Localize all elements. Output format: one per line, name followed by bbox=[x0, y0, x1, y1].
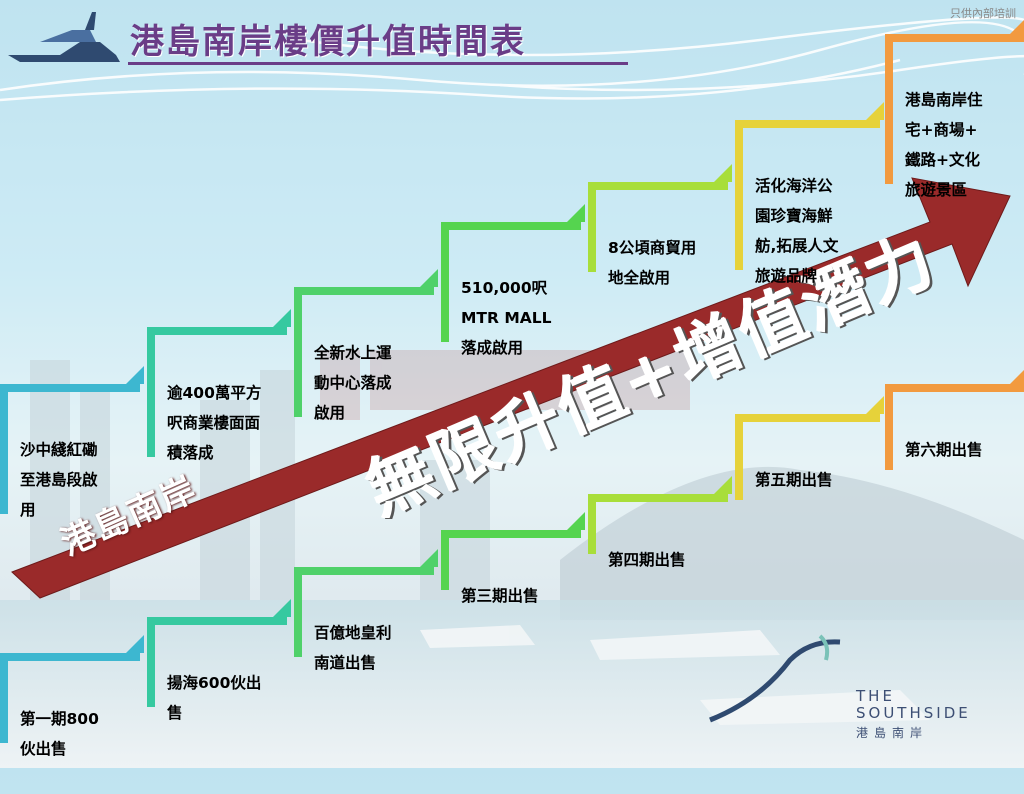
upper-step-4: 510,000呎 MTR MALL 落成啟用 bbox=[441, 204, 585, 357]
background bbox=[0, 12, 1024, 768]
step-label: 全新水上運 動中心落成 啟用 bbox=[314, 344, 392, 422]
lower-step-4: 第三期出售 bbox=[441, 512, 585, 605]
step-label: 百億地皇利 南道出售 bbox=[314, 624, 392, 672]
upper-step-6: 活化海洋公 園珍寶海鮮 舫,拓展人文 旅遊品牌 bbox=[735, 102, 884, 285]
brand-line-1: THE bbox=[856, 687, 895, 705]
upper-step-2: 逾400萬平方 呎商業樓面面 積落成 bbox=[147, 309, 291, 462]
yacht-logo bbox=[8, 12, 120, 62]
upper-step-5: 8公頃商貿用 地全啟用 bbox=[588, 164, 732, 287]
brand-chinese: 港島南岸 bbox=[856, 726, 929, 740]
southside-brand: THE SOUTHSIDE 港島南岸 bbox=[856, 688, 971, 741]
step-label: 第一期800 伙出售 bbox=[20, 710, 99, 758]
lower-step-2: 揚海600伙出 售 bbox=[147, 599, 291, 722]
step-label: 第四期出售 bbox=[608, 551, 686, 569]
upper-step-3: 全新水上運 動中心落成 啟用 bbox=[294, 269, 438, 422]
upper-step-1: 沙中綫紅磡 至港島段啟 用 bbox=[0, 366, 144, 519]
wave-lines bbox=[0, 16, 1024, 102]
step-label: 揚海600伙出 售 bbox=[167, 674, 262, 722]
lower-step-1: 第一期800 伙出售 bbox=[0, 635, 144, 758]
step-label: 沙中綫紅磡 至港島段啟 用 bbox=[20, 441, 98, 519]
lower-step-3: 百億地皇利 南道出售 bbox=[294, 549, 438, 672]
step-label: 逾400萬平方 呎商業樓面面 積落成 bbox=[167, 384, 262, 462]
page-title: 港島南岸樓價升值時間表 bbox=[130, 22, 526, 62]
step-label: 510,000呎 MTR MALL 落成啟用 bbox=[461, 279, 552, 357]
yachts bbox=[420, 625, 930, 725]
lower-step-6: 第五期出售 bbox=[735, 396, 884, 500]
upper-step-7: 港島南岸住 宅+商場+ 鐵路+文化 旅遊景區 bbox=[885, 16, 1024, 199]
step-label: 第五期出售 bbox=[755, 471, 833, 489]
step-label: 第六期出售 bbox=[905, 441, 983, 459]
step-label: 8公頃商貿用 地全啟用 bbox=[608, 239, 697, 287]
internal-note: 只供內部培訓 bbox=[950, 7, 1016, 20]
big-arrow bbox=[11, 177, 1011, 599]
title-underline bbox=[128, 62, 628, 65]
brand-line-2: SOUTHSIDE bbox=[856, 704, 971, 722]
step-label: 第三期出售 bbox=[461, 587, 539, 605]
southside-logo-swoosh bbox=[709, 634, 841, 723]
step-label: 港島南岸住 宅+商場+ 鐵路+文化 旅遊景區 bbox=[905, 91, 983, 199]
lower-step-7: 第六期出售 bbox=[885, 366, 1024, 470]
lower-step-5: 第四期出售 bbox=[588, 476, 732, 569]
hill-shape bbox=[560, 466, 1024, 620]
step-label: 活化海洋公 園珍寶海鮮 舫,拓展人文 旅遊品牌 bbox=[755, 177, 839, 285]
